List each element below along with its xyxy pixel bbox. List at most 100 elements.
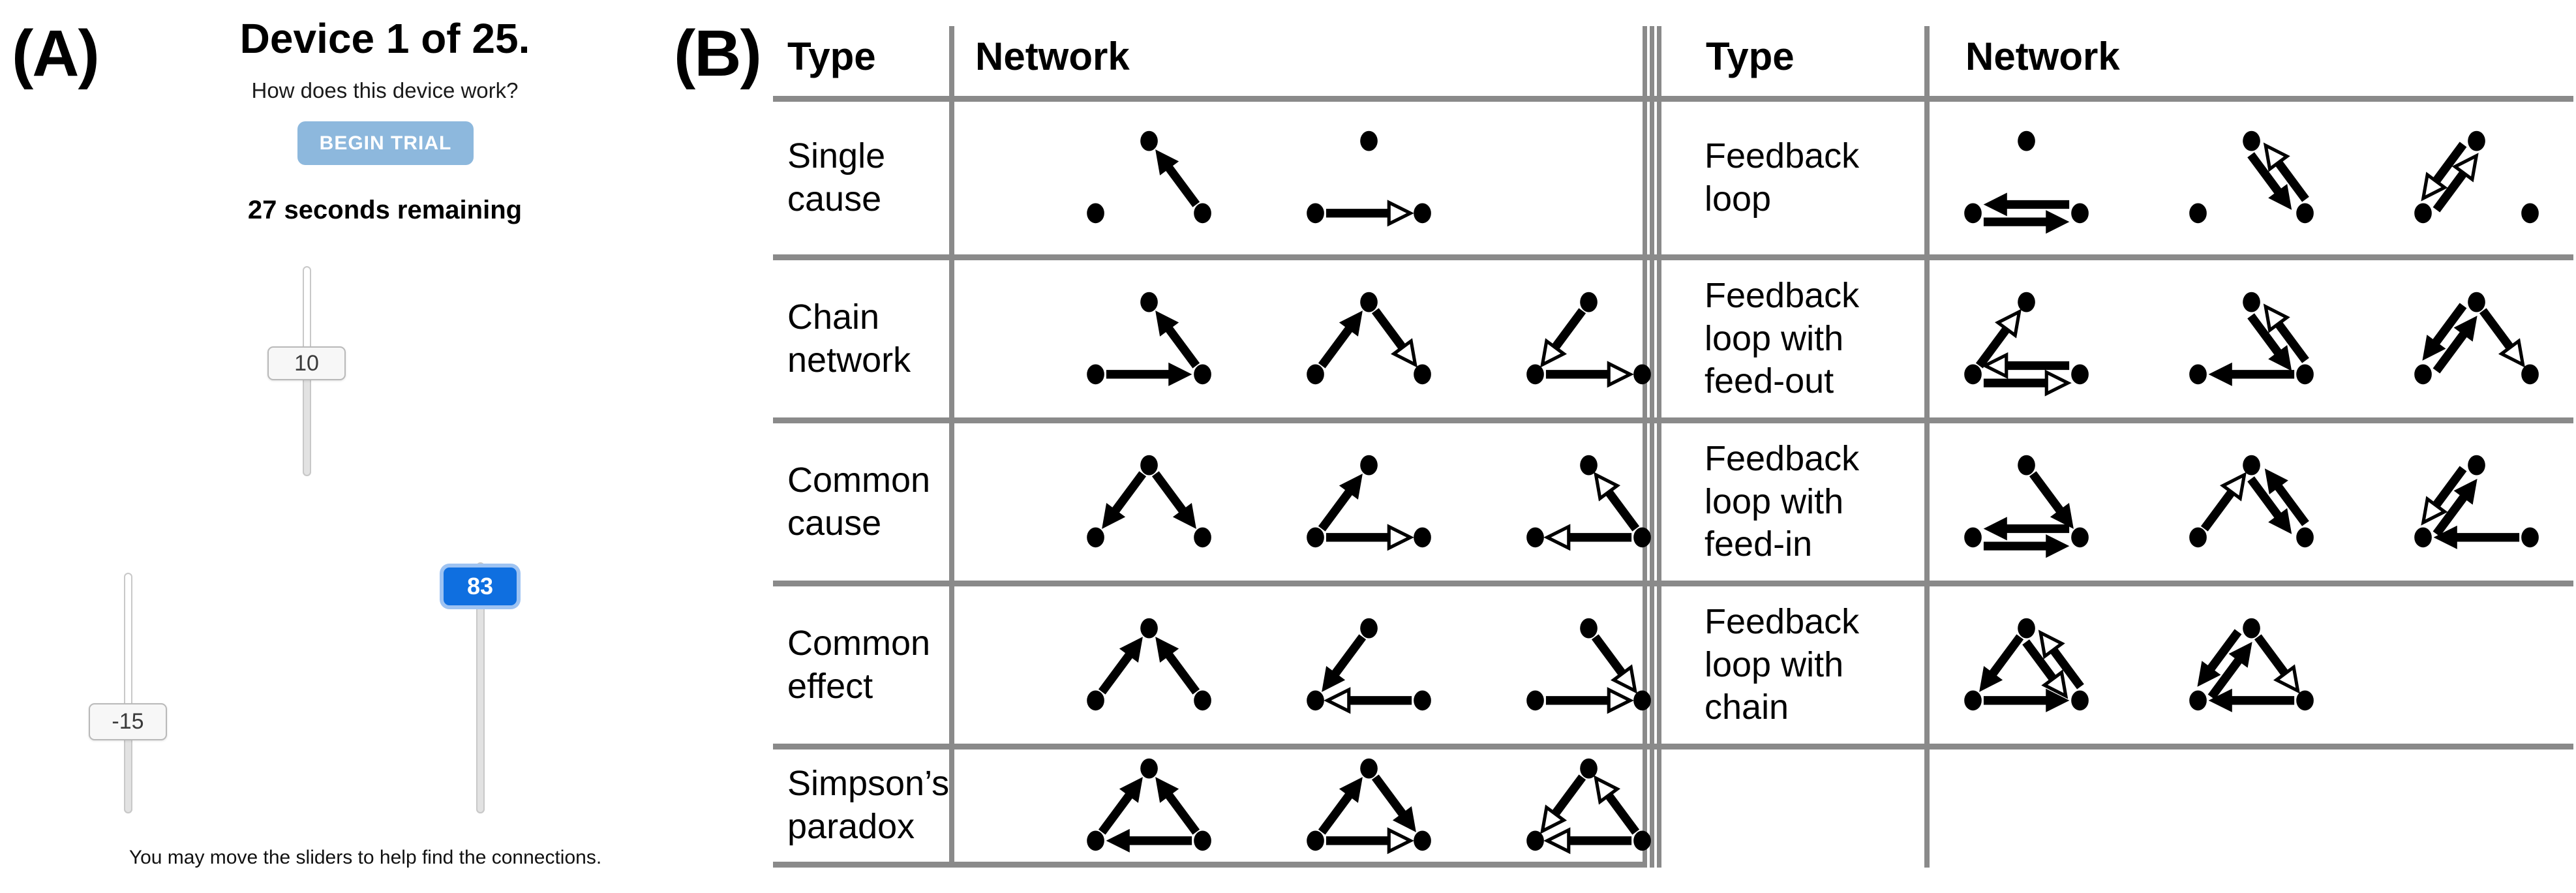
network-diagram-3-1 [1964, 455, 2089, 558]
node-br [2296, 363, 2314, 384]
right-type-header: Type [1706, 34, 1795, 78]
filled-arrowhead [1106, 828, 1130, 853]
open-arrowhead [2044, 369, 2072, 397]
left-type-header: Type [787, 34, 876, 78]
node-br [1414, 689, 1431, 710]
node-bl [1526, 526, 1544, 547]
network-diagram-1-1 [1964, 130, 2089, 234]
open-arrowhead [1387, 523, 1414, 551]
filled-arrowhead [2050, 502, 2074, 529]
slider-2-handle[interactable]: -15 [89, 703, 167, 740]
node-t [2243, 130, 2260, 151]
node-bl [1964, 363, 1982, 384]
slider-1-handle[interactable]: 10 [267, 346, 346, 380]
node-t [2468, 130, 2485, 151]
node-br [1194, 526, 1211, 547]
open-arrowhead [2273, 663, 2300, 694]
node-t [1580, 758, 1598, 779]
slider-hint-text: You may move the sliders to help find th… [129, 847, 602, 868]
filled-arrowhead [2433, 525, 2457, 549]
timer-text: 27 seconds remaining [247, 196, 523, 224]
network-diagram-4-1 [1087, 618, 1211, 710]
network-diagram-3-3 [1526, 455, 1651, 551]
node-br [2071, 363, 2089, 384]
right-row-label-4: Feedback loop with chain [1705, 601, 1860, 727]
network-diagram-4-3 [1526, 618, 1651, 714]
network-diagram-3-2 [1307, 455, 1431, 551]
right-network-cell-1 [1930, 102, 2575, 254]
filled-arrowhead [2422, 334, 2446, 361]
node-t [1140, 455, 1158, 475]
node-br [2071, 203, 2089, 224]
left-row-label-4: Common effect [787, 623, 931, 706]
slider-3-track-fill[interactable] [476, 586, 485, 813]
open-arrowhead [1387, 200, 1414, 227]
node-br [1194, 830, 1211, 851]
filled-arrowhead [1155, 777, 1179, 803]
node-bl [1964, 689, 1982, 710]
begin-trial-button[interactable]: BEGIN TRIAL [297, 121, 474, 165]
network-diagram-1-3 [2414, 130, 2539, 224]
open-arrowhead [1610, 663, 1637, 694]
left-row-label-2: Chain network [787, 297, 911, 380]
header-rule [773, 96, 2573, 102]
node-t [2018, 130, 2035, 151]
filled-arrowhead [1339, 473, 1363, 500]
node-t [1360, 455, 1378, 475]
open-arrowhead [1324, 686, 1351, 714]
network-diagram-5-1 [1087, 758, 1211, 853]
open-arrowhead [1540, 337, 1568, 368]
slider-1-value: 10 [294, 350, 319, 376]
left-table-column-divider [949, 26, 954, 868]
node-br [2296, 526, 2314, 547]
open-arrowhead [1607, 360, 1634, 387]
open-arrowhead [1981, 352, 2008, 379]
table-separator-line-3 [1657, 26, 1661, 868]
node-br [2521, 203, 2539, 224]
node-br [1414, 203, 1431, 224]
right-table-column-divider [1924, 26, 1930, 868]
slider-3-handle[interactable]: 83 [444, 568, 517, 605]
node-bl [1307, 363, 1324, 384]
slider-2-value: -15 [112, 708, 144, 734]
node-bl [1526, 363, 1544, 384]
left-row-label-1: Single cause [787, 136, 886, 219]
open-arrowhead [1543, 827, 1571, 855]
filled-arrowhead [1392, 806, 1416, 832]
node-bl [1087, 526, 1104, 547]
device-question: How does this device work? [251, 78, 519, 102]
node-t [1580, 292, 1598, 312]
node-bl [2414, 203, 2432, 224]
left-row-label-5: Simpson’s paradox [787, 764, 950, 846]
right-network-header: Network [1965, 34, 2120, 78]
open-arrowhead [2038, 629, 2065, 659]
node-bl [2189, 526, 2207, 547]
right-network-cell-4 [1930, 586, 2575, 744]
table-separator-line-2 [1650, 26, 1654, 868]
filled-arrowhead [2197, 660, 2221, 687]
filled-arrowhead [1983, 192, 2007, 217]
node-br [1194, 363, 1211, 384]
filled-arrowhead [2208, 688, 2232, 712]
node-t [2018, 618, 2035, 638]
open-arrowhead [1994, 308, 2022, 339]
network-diagram-2-3 [2414, 292, 2539, 384]
node-t [1360, 758, 1378, 779]
left-row-label-3: Common cause [787, 460, 931, 543]
node-bl [1087, 363, 1104, 384]
right-row-label-1: Feedback loop [1705, 136, 1860, 219]
node-t [2468, 455, 2485, 475]
node-bl [1087, 689, 1104, 710]
row-rule-3 [773, 581, 2573, 586]
node-br [1633, 526, 1651, 547]
node-t [2468, 292, 2485, 312]
node-br [2071, 689, 2089, 710]
left-network-cell-3 [954, 423, 1651, 581]
filled-arrowhead [1168, 362, 1192, 386]
node-t [2243, 618, 2260, 638]
filled-arrowhead [2264, 468, 2288, 494]
panel-a-label: (A) [12, 17, 100, 90]
node-bl [1087, 203, 1104, 224]
network-diagram-1-2 [1307, 130, 1431, 227]
node-br [2521, 363, 2539, 384]
